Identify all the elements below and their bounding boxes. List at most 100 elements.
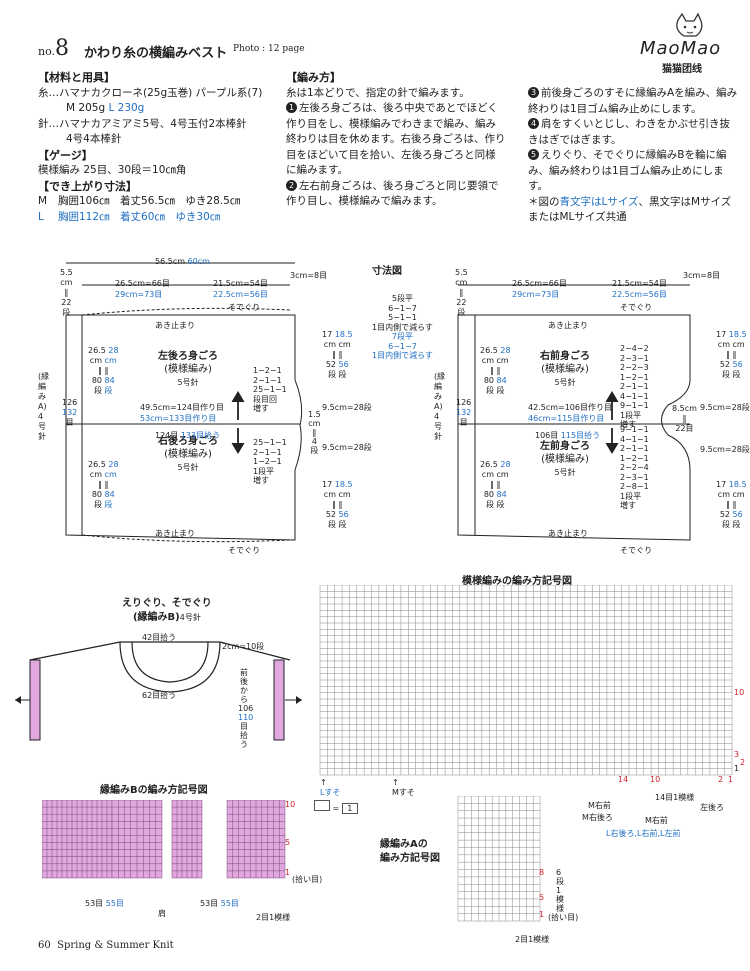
bb-row-5: 5: [285, 838, 291, 847]
col-1: 1: [728, 775, 734, 784]
border-a-grid-lines: [457, 796, 541, 922]
armhole-1: そでぐり: [228, 303, 261, 312]
pattern-grid-lines: [319, 585, 733, 776]
border-b-grid-mid: [111, 800, 163, 879]
gauge-text: 模様編み 25目、30段＝10㎝角: [38, 164, 187, 176]
pick-back: 124目 133目拾う: [155, 431, 221, 440]
method-heading: 【編み方】: [286, 71, 341, 84]
border-a-label-front: (縁編みA)4号針: [434, 372, 446, 441]
right-front-label: 右前身ごろ (模様編み) 5号針: [540, 351, 590, 387]
bb-left-count: 53目 55目: [85, 899, 124, 908]
border-a-title: 縁編みAの編み方記号図: [380, 839, 440, 864]
bb-pick: (拾い目): [292, 875, 323, 884]
m-left-back: M右前: [645, 816, 668, 825]
border-b-grid-left: [42, 800, 113, 879]
dim-shoulder-front: 3cm=8目: [683, 271, 721, 280]
row-2: 2: [740, 758, 746, 767]
pattern-repeat: 14目1模様: [655, 793, 695, 802]
band-height: 2cm=10段: [222, 642, 265, 651]
left-back-label: 左後ろ: [700, 803, 724, 812]
armhole-front-28b: 9.5cm=28段: [700, 445, 750, 454]
dimension-title: 寸法図: [372, 266, 402, 277]
size-heading: 【でき上がり寸法】: [38, 179, 137, 193]
method-note: ＊図の青文字はLサイズ、黒文字はMサイズまたはMLサイズ共通: [528, 195, 732, 224]
page-number: 60: [38, 940, 51, 951]
neck-rest-1: あき止まり: [155, 321, 195, 330]
neck-rest-2: あき止まり: [155, 529, 195, 538]
col-2: 2: [718, 775, 724, 784]
total-width: 56.5cm 60cm: [155, 257, 210, 266]
left-back-label: 左後ろ身ごろ (模様編み) 5号針: [158, 351, 218, 387]
ba-repeat: 2目1模様: [515, 935, 550, 944]
materials-needles2: 4号4本棒針: [66, 133, 122, 145]
ba-pick: (拾い目): [548, 913, 579, 922]
border-b-grid: [42, 800, 286, 879]
bb-repeat: 2目1模様: [256, 913, 291, 922]
yarn-m: M 205g: [66, 102, 106, 114]
pick-front: 106目 115目拾う: [535, 431, 601, 440]
l-start: ↑Lすそ: [320, 778, 341, 797]
armhole-2: そでぐり: [228, 546, 261, 555]
row-10: 10: [734, 688, 745, 697]
materials-needles: 針…ハマナカアミアミ5号、4号玉付2本棒針: [38, 117, 247, 130]
no-number: 8: [55, 36, 70, 61]
pattern-chart-title: 模様編みの編み方記号図: [462, 576, 572, 587]
ba-row-8: 8: [539, 868, 545, 877]
dim-shoulder: 3cm=8目: [290, 271, 328, 280]
header-no: no.8: [38, 36, 69, 61]
neck-rest-3: あき止まり: [548, 321, 588, 330]
no-label: no.: [38, 45, 56, 58]
yarn-l: L 230g: [108, 102, 145, 114]
armhole-front-28: 9.5cm=28段: [700, 403, 750, 412]
row-1: 1: [734, 764, 740, 773]
bb-right-count: 53目 55目: [200, 899, 239, 908]
bb-row-1: 1: [285, 868, 291, 877]
photo-ref: Photo : 12 page: [233, 44, 305, 54]
neck-pick-bottom: 62目拾う: [142, 691, 177, 700]
book-title: Spring & Summer Knit: [57, 940, 174, 951]
front-neck-dim: 8.5cm‖22目: [672, 404, 697, 433]
gauge-heading: 【ゲージ】: [38, 148, 93, 162]
armhole-back-28b: 9.5cm=28段: [322, 443, 372, 452]
footer: 60 Spring & Summer Knit: [38, 940, 174, 951]
cat-logo-icon: [676, 12, 703, 37]
col-14: 14: [618, 775, 629, 784]
bb-shoulder: 肩: [158, 909, 166, 918]
l-labels: L右後ろ,L右前,L左前: [606, 829, 681, 838]
neckband-title: えりぐり、そでぐり (縁編みB)4号針: [122, 598, 212, 623]
border-a-label: (縁編みA)4号針: [38, 372, 50, 441]
armhole-3: そでぐり: [620, 303, 653, 312]
neck-pick-top: 42目拾う: [142, 633, 177, 642]
ba-row-1: 1: [539, 910, 545, 919]
right-back-label: 右後ろ身ごろ (模様編み) 5号針: [158, 436, 218, 472]
